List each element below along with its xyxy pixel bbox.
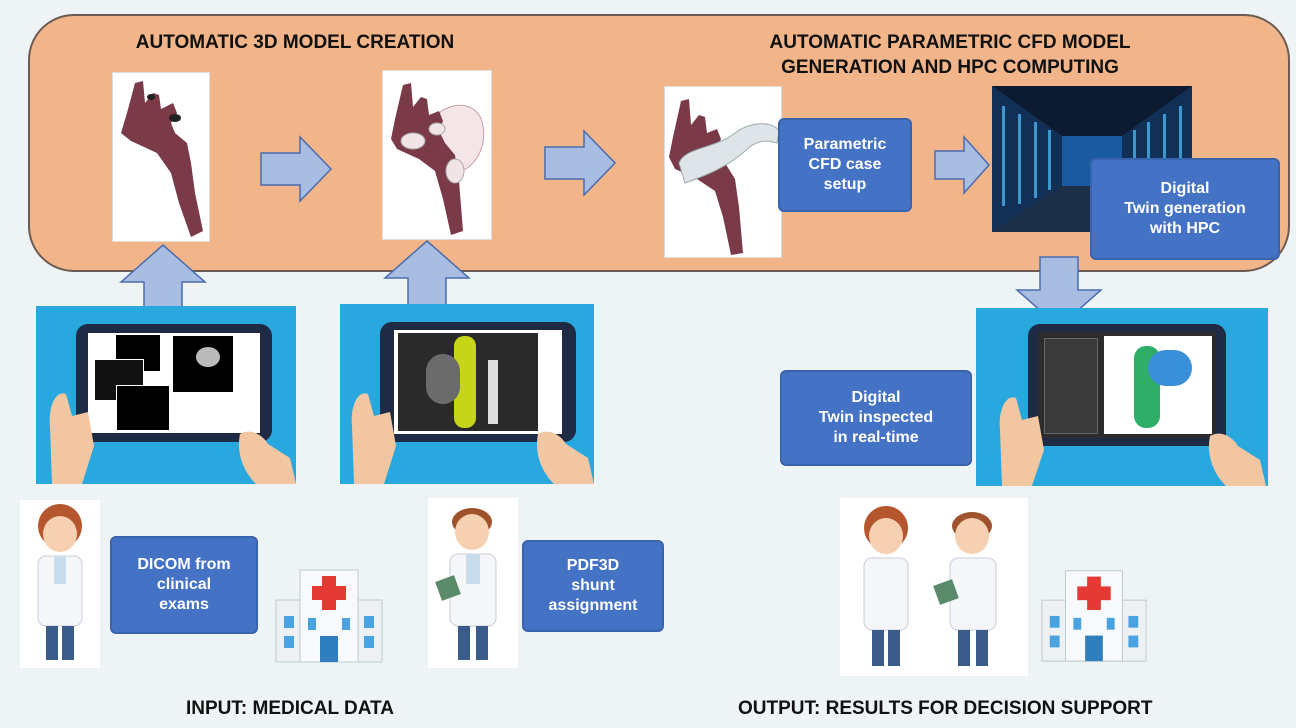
cfd-mesh-model-image bbox=[664, 86, 782, 258]
right-arrow-icon bbox=[934, 135, 991, 195]
digital-twin-inspected-box: Digital Twin inspected in real-time bbox=[780, 370, 972, 466]
aorta-model-image bbox=[112, 72, 210, 242]
hospital-icon bbox=[270, 556, 388, 666]
pdf3d-box: PDF3D shunt assignment bbox=[522, 540, 664, 632]
output-label: OUTPUT: RESULTS FOR DECISION SUPPORT bbox=[738, 698, 1153, 719]
right-arrow-icon bbox=[260, 135, 333, 203]
right-arrow-icon bbox=[544, 129, 617, 197]
digital-twin-hpc-box: Digital Twin generation with HPC bbox=[1090, 158, 1280, 260]
doctors-team-icon bbox=[840, 498, 1028, 676]
aorta-shunt-model-image bbox=[382, 70, 492, 240]
parametric-cfd-box: Parametric CFD case setup bbox=[778, 118, 912, 212]
input-label: INPUT: MEDICAL DATA bbox=[186, 698, 394, 719]
output-tablet-image bbox=[976, 308, 1268, 486]
cfd-generation-heading: AUTOMATIC PARAMETRIC CFD MODEL GENERATIO… bbox=[769, 32, 1131, 78]
model-creation-heading: AUTOMATIC 3D MODEL CREATION bbox=[135, 32, 455, 53]
pdf3d-tablet-image bbox=[340, 304, 594, 484]
up-arrow-icon bbox=[383, 240, 471, 312]
hospital-icon bbox=[1036, 556, 1152, 666]
dicom-tablet-image bbox=[36, 306, 296, 484]
female-doctor-icon bbox=[20, 500, 100, 668]
dicom-box: DICOM from clinical exams bbox=[110, 536, 258, 634]
male-doctor-icon bbox=[428, 498, 518, 668]
